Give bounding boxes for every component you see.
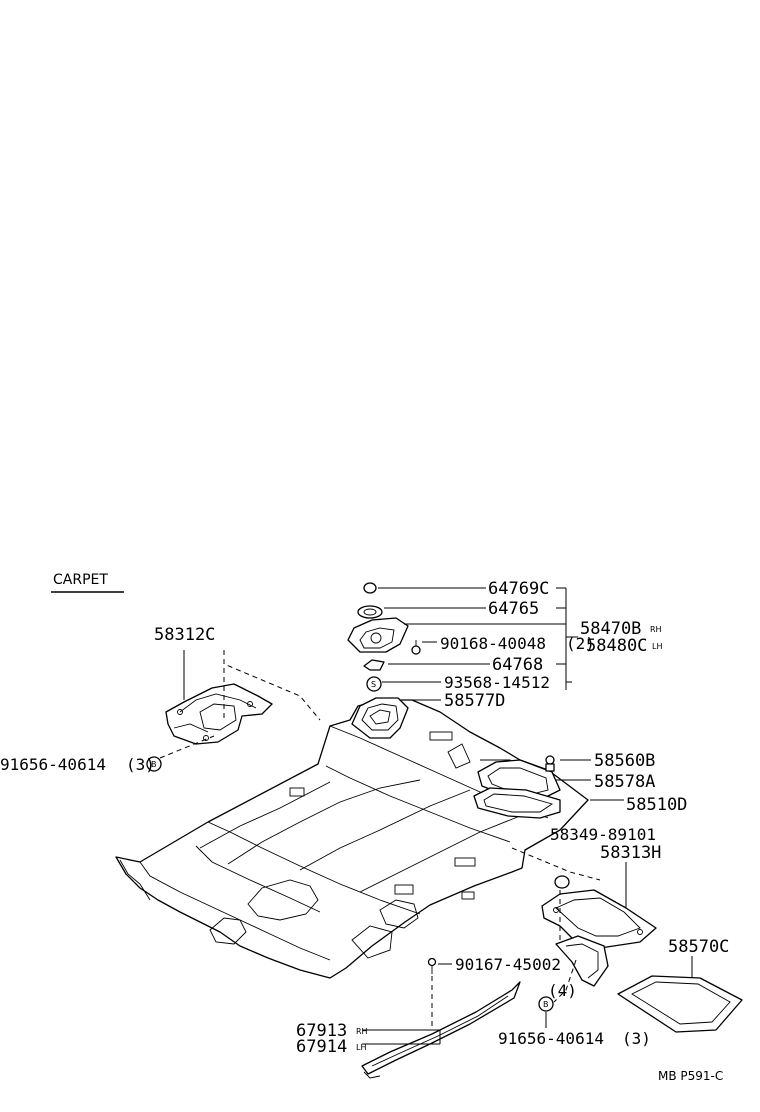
label-90167-45002: 90167-45002 — [455, 955, 561, 974]
floor-carpet-58510D — [115, 699, 589, 979]
marker-b-right: B — [543, 1000, 549, 1009]
marker-s: S — [371, 680, 376, 689]
label-67914: 67914 — [296, 1037, 347, 1057]
label-58560B: 58560B — [594, 751, 655, 771]
hole-cover-58560B — [545, 755, 555, 772]
label-64765: 64765 — [488, 599, 539, 619]
label-64768: 64768 — [492, 655, 543, 675]
marker-b-left: B — [151, 760, 157, 769]
label-58577D: 58577D — [444, 691, 505, 711]
label-67913-tag: RH — [356, 1027, 368, 1036]
label-93568-14512: 93568-14512 — [444, 673, 550, 692]
label-58313H: 58313H — [600, 843, 661, 863]
label-58578A: 58578A — [594, 772, 655, 792]
label-58312C: 58312C — [154, 625, 215, 645]
leader-lines — [183, 587, 693, 1045]
dashed-references — [159, 650, 601, 1030]
clip-90167 — [427, 957, 437, 974]
tunnel-cover-58577D — [351, 697, 409, 739]
label-58480C-tag: LH — [652, 642, 662, 651]
label-58470B-tag: RH — [650, 625, 662, 634]
label-64769C: 64769C — [488, 579, 549, 599]
diagram-title: CARPET — [53, 572, 108, 588]
label-67914-tag: LH — [356, 1043, 366, 1052]
label-91656-40614-left: 91656-40614 — [0, 755, 106, 774]
front-mat-58578A — [473, 759, 561, 819]
bracket-58313H — [541, 875, 657, 987]
label-58570C: 58570C — [668, 937, 729, 957]
label-58470B: 58470B — [580, 619, 641, 639]
mat-58570C — [617, 975, 743, 1033]
footer-code: MB P591-C — [658, 1069, 723, 1083]
label-58510D: 58510D — [626, 795, 687, 815]
shift-boot-parts: S — [347, 582, 421, 692]
label-91656-right-qty: (3) — [622, 1029, 651, 1048]
label-90168-qty: (2) — [566, 634, 595, 653]
label-58349-89101: 58349-89101 — [550, 825, 656, 844]
label-90167-qty: (4) — [548, 981, 577, 1000]
scuff-plate-67913 — [361, 981, 521, 1079]
part-labels: 64769C 64765 58470B RH 90168-40048 (2) 5… — [0, 579, 729, 1083]
fastener-b-left: B — [146, 756, 162, 772]
label-90168-40048: 90168-40048 — [440, 634, 546, 653]
bracket-58312C — [165, 683, 273, 745]
label-58480C: 58480C — [586, 636, 647, 656]
label-91656-40614-right: 91656-40614 — [498, 1029, 604, 1048]
label-67913: 67913 — [296, 1021, 347, 1041]
fastener-b-right: B — [538, 996, 554, 1012]
label-91656-left-qty: (3) — [126, 755, 155, 774]
